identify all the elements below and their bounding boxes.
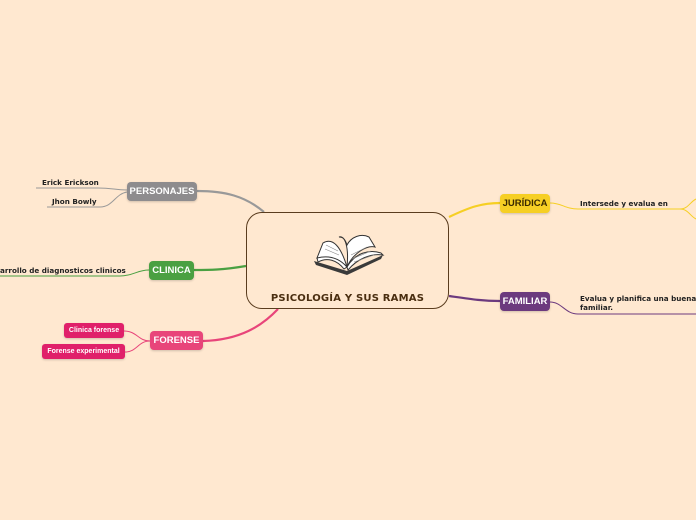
leaf-erick-erickson-label: Erick Erickson: [42, 178, 99, 187]
leaf-forense-experimental[interactable]: Forense experimental: [42, 344, 125, 359]
connector-leaf-forense-experimental: [125, 341, 150, 352]
leaf-evalua-planifica-line2: familiar.: [580, 303, 613, 312]
connector-forense: [203, 309, 278, 341]
leaf-diagnosticos-clinicos-label: arrollo de diagnosticos clinicos: [0, 266, 126, 275]
leaf-jhon-bowly-label: Jhon Bowly: [52, 197, 97, 206]
connector-personajes: [197, 191, 264, 212]
leaf-evalua-planifica-line1: Evalua y planifica una buena c: [580, 294, 696, 303]
connector-leaf-juridica-2: [680, 209, 696, 219]
branch-clinica[interactable]: CLINICA: [149, 261, 194, 280]
leaf-clinica-forense[interactable]: Clinica forense: [64, 323, 124, 338]
branch-personajes-label: PERSONAJES: [130, 186, 195, 197]
branch-juridica[interactable]: JURÍDICA: [500, 194, 550, 213]
leaf-diagnosticos-clinicos[interactable]: arrollo de diagnosticos clinicos: [0, 266, 126, 275]
leaf-jhon-bowly[interactable]: Jhon Bowly: [52, 197, 97, 206]
open-book-icon: [311, 231, 387, 279]
leaf-intersede-evalua-label: Intersede y evalua en: [580, 199, 668, 208]
connector-juridica: [449, 203, 500, 217]
connector-leaf-erickson: [36, 188, 127, 190]
leaf-evalua-planifica[interactable]: Evalua y planifica una buena c familiar.: [580, 294, 696, 312]
branch-clinica-label: CLINICA: [152, 265, 191, 276]
connector-clinica: [194, 266, 246, 270]
connector-leaf-clinica-forense: [124, 331, 150, 341]
central-topic-title: PSICOLOGÍA Y SUS RAMAS: [247, 293, 448, 304]
branch-juridica-label: JURÍDICA: [503, 198, 548, 209]
leaf-forense-experimental-label: Forense experimental: [47, 348, 119, 355]
branch-familiar[interactable]: FAMILIAR: [500, 292, 550, 311]
branch-personajes[interactable]: PERSONAJES: [127, 182, 197, 201]
connector-familiar: [449, 296, 500, 301]
central-topic[interactable]: PSICOLOGÍA Y SUS RAMAS: [246, 212, 449, 309]
leaf-intersede-evalua[interactable]: Intersede y evalua en: [580, 199, 668, 208]
leaf-clinica-forense-label: Clinica forense: [69, 327, 119, 334]
leaf-erick-erickson[interactable]: Erick Erickson: [42, 178, 99, 187]
branch-forense-label: FORENSE: [154, 335, 200, 346]
branch-forense[interactable]: FORENSE: [150, 331, 203, 350]
branch-familiar-label: FAMILIAR: [503, 296, 548, 307]
